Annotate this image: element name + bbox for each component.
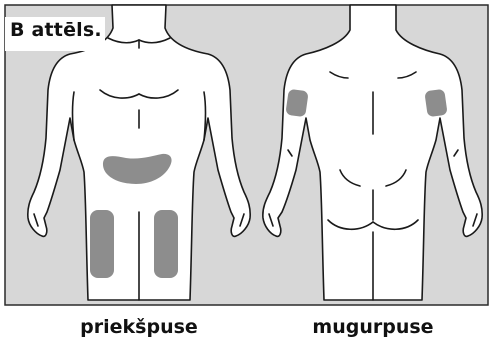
- figure-title: B attēls.: [10, 19, 102, 41]
- injection-site-left-thigh: [154, 210, 178, 278]
- injection-site-left-upper-arm: [424, 89, 447, 118]
- injection-site-right-upper-arm: [285, 89, 308, 118]
- front-caption: priekšpuse: [80, 316, 198, 338]
- back-caption: mugurpuse: [312, 316, 433, 338]
- injection-site-right-thigh: [90, 210, 114, 278]
